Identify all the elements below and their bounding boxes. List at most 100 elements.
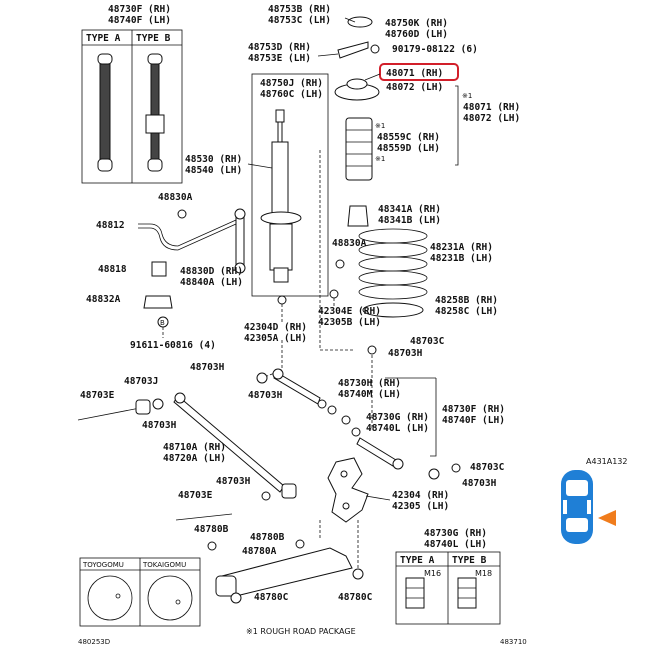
label-48753D[interactable]: 48753D (RH): [248, 42, 311, 53]
label-48559D[interactable]: 48559D (LH): [377, 143, 440, 154]
star-note-3: ※1: [375, 155, 385, 163]
bolt-part-2: [175, 513, 233, 521]
label-48720A[interactable]: 48720A (LH): [163, 453, 226, 464]
label-48840A[interactable]: 48840A (LH): [180, 277, 243, 288]
label-48258B[interactable]: 48258B (RH): [435, 295, 498, 306]
bolt-part: [77, 407, 141, 421]
nut-cap-part: [347, 16, 373, 28]
label-48071b[interactable]: 48071 (RH): [463, 102, 520, 113]
label-48780C[interactable]: 48780C: [254, 592, 289, 603]
label-48740M[interactable]: 48740M (LH): [338, 389, 401, 400]
label-48341A[interactable]: 48341A (RH): [378, 204, 441, 215]
knuckle-part: [327, 457, 369, 523]
label-48231A[interactable]: 48231A (RH): [430, 242, 493, 253]
diagram-id: A431A132: [586, 457, 627, 466]
bump-stopper-part: [347, 205, 369, 227]
label-48703E-2[interactable]: 48703E: [178, 490, 213, 501]
label-90179[interactable]: 90179-08122 (6): [392, 44, 478, 55]
type-b-heading-2: TYPE B: [452, 555, 487, 566]
type-a-heading-2: TYPE A: [400, 555, 435, 566]
strut-box: [251, 73, 329, 297]
label-48832A[interactable]: 48832A: [86, 294, 121, 305]
label-91611[interactable]: 91611-60816 (4): [130, 340, 216, 351]
label-48710A[interactable]: 48710A (RH): [163, 442, 226, 453]
label-42304D[interactable]: 42304D (RH): [244, 322, 307, 333]
label-48760C[interactable]: 48760C (LH): [260, 89, 323, 100]
label-48812[interactable]: 48812: [96, 220, 125, 231]
label-48740L-2[interactable]: 48740L (LH): [424, 539, 487, 550]
label-48780C-2[interactable]: 48780C: [338, 592, 373, 603]
label-48703H[interactable]: 48703H: [388, 348, 423, 359]
bushing-maker-box: TOYOGOMU TOKAIGOMU: [79, 557, 201, 627]
label-48540[interactable]: 48540 (LH): [185, 165, 242, 176]
bolt-type-box: TYPE A TYPE B M16 M18: [395, 551, 501, 625]
label-48818[interactable]: 48818: [98, 264, 127, 275]
coil-spring-part: [358, 228, 428, 300]
label-48341B[interactable]: 48341B (LH): [378, 215, 441, 226]
label-48559C[interactable]: 48559C (RH): [377, 132, 440, 143]
footnote-rough-road: ※1 ROUGH ROAD PACKAGE: [246, 627, 356, 636]
label-48780B-2[interactable]: 48780B: [250, 532, 285, 543]
label-48830D[interactable]: 48830D (RH): [180, 266, 243, 277]
rod-type-box: 48730F (RH) 48740F (LH) TYPE A TYPE B: [81, 4, 183, 184]
bracket-part: [337, 41, 369, 59]
label-48258C[interactable]: 48258C (LH): [435, 306, 498, 317]
label-48703H-c[interactable]: 48703H: [248, 390, 283, 401]
label-48071[interactable]: 48071 (RH): [386, 68, 443, 79]
label-48072[interactable]: 48072 (LH): [386, 82, 443, 93]
label-48703H-b[interactable]: 48703H: [142, 420, 177, 431]
label-48740F[interactable]: 48740F (LH): [108, 15, 171, 26]
rear-rod-part: [356, 437, 397, 467]
code-right: 483710: [500, 638, 527, 646]
tokaigomu-heading: TOKAIGOMU: [142, 561, 186, 569]
star-note-2: ※1: [375, 122, 385, 130]
label-48740L[interactable]: 48740L (LH): [366, 423, 429, 434]
label-42305A[interactable]: 42305A (LH): [244, 333, 307, 344]
label-48703H-d[interactable]: 48703H: [216, 476, 251, 487]
bolt-mark-b: B: [160, 319, 165, 327]
label-48730G-2[interactable]: 48730G (RH): [424, 528, 487, 539]
label-48740F-2[interactable]: 48740F (LH): [442, 415, 505, 426]
label-48730H[interactable]: 48730H (RH): [338, 378, 401, 389]
label-42305[interactable]: 42305 (LH): [392, 501, 449, 512]
label-48703C-2[interactable]: 48703C: [470, 462, 505, 473]
code-left: 480253D: [78, 638, 110, 646]
label-42304[interactable]: 42304 (RH): [392, 490, 449, 501]
stabilizer-bar-part: [138, 219, 237, 247]
bushing-bracket-part: [143, 295, 173, 309]
bellows-part: [345, 117, 373, 181]
label-48830A-2[interactable]: 48830A: [332, 238, 367, 249]
type-a-heading: TYPE A: [86, 33, 121, 44]
label-48780A[interactable]: 48780A: [242, 546, 277, 557]
label-48730F[interactable]: 48730F (RH): [108, 4, 171, 15]
location-arrow-icon: [598, 510, 616, 526]
label-48780B[interactable]: 48780B: [194, 524, 229, 535]
label-48753C[interactable]: 48753C (LH): [268, 15, 331, 26]
highlight-48071: [379, 63, 459, 81]
label-48703H-2[interactable]: 48703H: [462, 478, 497, 489]
label-48750J[interactable]: 48750J (RH): [260, 78, 323, 89]
type-b-heading: TYPE B: [136, 33, 171, 44]
label-48703C[interactable]: 48703C: [410, 336, 445, 347]
label-48530[interactable]: 48530 (RH): [185, 154, 242, 165]
label-48730F-2[interactable]: 48730F (RH): [442, 404, 505, 415]
label-48753B[interactable]: 48753B (RH): [268, 4, 331, 15]
m18-label: M18: [475, 569, 492, 578]
label-48730G[interactable]: 48730G (RH): [366, 412, 429, 423]
label-48830A[interactable]: 48830A: [158, 192, 193, 203]
star-note-1: ※1: [462, 92, 472, 100]
stabilizer-bushing-part: [151, 261, 167, 277]
label-48703E[interactable]: 48703E: [80, 390, 115, 401]
car-locator-icon: [561, 470, 616, 544]
label-42305B[interactable]: 42305B (LH): [318, 317, 381, 328]
m16-label: M16: [424, 569, 441, 578]
label-48231B[interactable]: 48231B (LH): [430, 253, 493, 264]
label-48750K[interactable]: 48750K (RH): [385, 18, 448, 29]
label-48760D[interactable]: 48760D (LH): [385, 29, 448, 40]
label-48753E[interactable]: 48753E (LH): [248, 53, 311, 64]
label-42304E[interactable]: 42304E (RH): [318, 306, 381, 317]
label-48703H-a[interactable]: 48703H: [190, 362, 225, 373]
label-48703J[interactable]: 48703J: [124, 376, 158, 387]
label-48072b[interactable]: 48072 (LH): [463, 113, 520, 124]
